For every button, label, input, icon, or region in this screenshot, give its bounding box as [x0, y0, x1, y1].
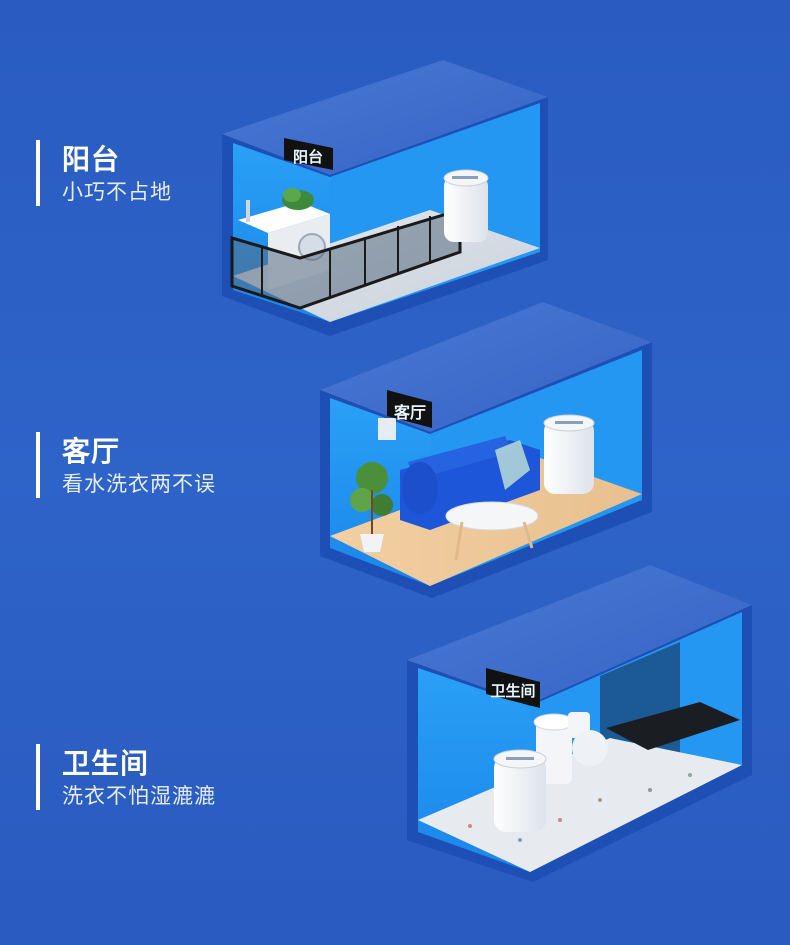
room-sign: 客厅 — [387, 390, 432, 428]
section-subtitle: 小巧不占地 — [62, 180, 172, 204]
accent-bar — [36, 140, 40, 206]
section-subtitle: 看水洗衣两不误 — [62, 472, 216, 496]
potted-plant-image — [350, 462, 393, 552]
section-subtitle: 洗衣不怕湿漉漉 — [62, 784, 216, 808]
accent-bar — [36, 432, 40, 498]
sign-text: 卫生间 — [490, 682, 535, 700]
balcony-room: 阳台 — [222, 60, 548, 336]
sign-text: 客厅 — [394, 403, 426, 422]
sign-text: 阳台 — [293, 148, 323, 166]
section-title: 卫生间 — [62, 747, 150, 780]
room-sign: 阳台 — [284, 138, 333, 170]
mini-washer-image — [543, 414, 595, 494]
mini-washer-image — [493, 749, 547, 832]
accent-bar — [36, 744, 40, 810]
bathroom-room: 卫生间 — [407, 565, 752, 882]
section-title: 阳台 — [62, 143, 121, 176]
sofa-image — [400, 436, 540, 530]
mini-washer-image — [443, 169, 489, 242]
section-title: 客厅 — [62, 435, 121, 468]
room-roof — [407, 565, 752, 704]
living-room: 客厅 — [320, 302, 652, 598]
floor — [418, 738, 742, 872]
room-sign: 卫生间 — [486, 668, 540, 708]
